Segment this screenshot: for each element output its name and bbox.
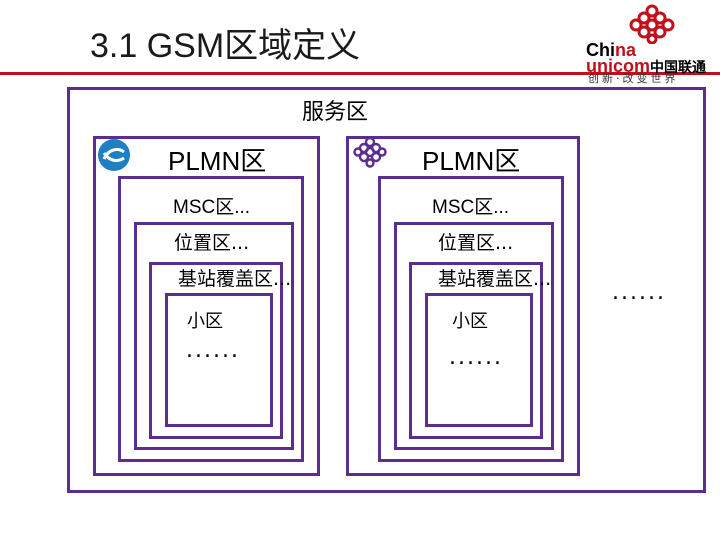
left-cell-box — [165, 293, 273, 427]
right-cell-dots: ...... — [449, 345, 503, 370]
left-cell-label: 小区 — [187, 311, 223, 332]
logo-slogan: 创新·改变世界 — [588, 72, 679, 85]
left-plmn-label: PLMN区 — [168, 146, 267, 176]
logo-wordmark-unicom: unicom中国联通 — [586, 56, 706, 77]
china-mobile-icon — [98, 139, 130, 171]
logo-text-unicom: unicom — [586, 56, 651, 76]
left-msc-box — [118, 176, 304, 462]
logo-text-zh: 中国联通 — [650, 59, 707, 75]
left-location-box — [134, 222, 294, 450]
page-title: 3.1 GSM区域定义 — [90, 27, 361, 65]
left-location-label: 位置区... — [174, 232, 250, 254]
right-cell-box — [425, 293, 533, 427]
right-cell-label: 小区 — [452, 311, 488, 332]
right-bs-label: 基站覆盖区... — [438, 268, 552, 290]
right-msc-label: MSC区... — [432, 197, 510, 218]
left-bs-label: 基站覆盖区... — [178, 268, 292, 290]
right-bs-box — [409, 262, 543, 439]
right-location-label: 位置区... — [438, 232, 514, 254]
logo-wordmark-china: China — [586, 40, 636, 61]
left-cell-dots: ...... — [186, 338, 240, 363]
right-location-box — [394, 222, 554, 450]
left-plmn-box — [93, 136, 320, 476]
china-unicom-knot-icon — [629, 4, 675, 44]
right-plmn-box — [346, 136, 580, 476]
china-unicom-small-icon — [353, 136, 387, 168]
china-unicom-logo: China unicom中国联通 创新·改变世界 — [584, 4, 720, 85]
title-divider — [0, 72, 720, 75]
left-msc-label: MSC区... — [173, 197, 251, 218]
service-area-box — [67, 87, 706, 493]
logo-text-chi: Chi — [586, 40, 615, 60]
right-plmn-label: PLMN区 — [422, 146, 521, 176]
service-area-label: 服务区 — [302, 100, 369, 125]
service-area-dots: ...... — [612, 280, 666, 305]
left-bs-box — [149, 262, 283, 439]
logo-text-na: na — [615, 40, 637, 60]
right-msc-box — [378, 176, 564, 462]
